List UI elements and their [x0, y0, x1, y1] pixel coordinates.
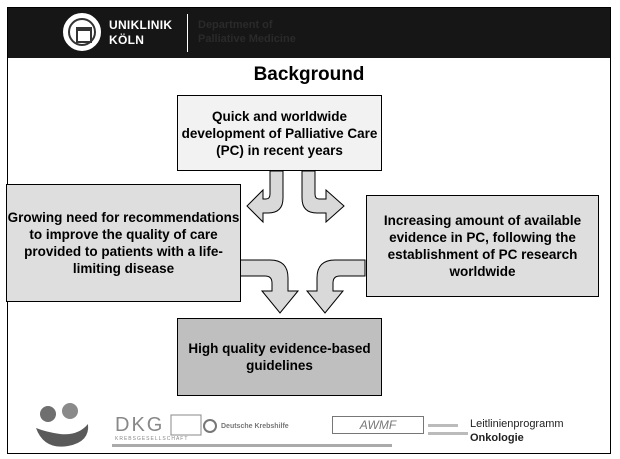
dkg-logo-text: DKG	[115, 414, 165, 436]
arrow-top-to-left	[246, 170, 284, 224]
program-line-2: Onkologie	[470, 432, 524, 444]
dkg-logo-subtext: KREBSGESELLSCHAFT	[115, 436, 189, 442]
university-line-1: UNIKLINIK	[109, 18, 173, 32]
header-divider	[187, 14, 188, 52]
footer-line-1	[112, 444, 392, 447]
university-name: UNIKLINIK KÖLN	[109, 18, 172, 48]
awmf-logo: AWMF	[332, 416, 424, 434]
university-line-2: KÖLN	[109, 33, 145, 47]
footer-graphics	[36, 403, 468, 447]
box-growing-need: Growing need for recommendations to impr…	[6, 184, 241, 302]
program-line-1: Leitlinienprogramm	[470, 418, 564, 430]
flow-arrows	[239, 170, 366, 314]
footer-line-3	[428, 432, 468, 435]
krebshilfe-logo-text: Deutsche Krebshilfe	[221, 423, 289, 430]
footer-line-2	[428, 424, 458, 427]
arrow-right-to-bottom	[305, 259, 366, 314]
box-evidence-based-guidelines: High quality evidence-based guidelines	[177, 318, 382, 396]
department-line-2: Palliative Medicine	[198, 33, 296, 45]
box-increasing-evidence: Increasing amount of available evidence …	[366, 195, 599, 297]
krebshilfe-icon	[203, 419, 217, 433]
arrow-top-to-right	[301, 170, 345, 224]
department-name: Department of Palliative Medicine	[198, 18, 296, 46]
slide-title: Background	[253, 64, 365, 85]
arrow-left-to-bottom	[239, 259, 300, 314]
slide-frame: UNIKLINIK KÖLN Department of Palliative …	[6, 7, 611, 454]
university-seal-icon	[63, 13, 101, 51]
dkg-grid-icon	[170, 414, 202, 436]
box-palliative-care-development: Quick and worldwide development of Palli…	[177, 95, 382, 171]
header-bar: UNIKLINIK KÖLN Department of Palliative …	[8, 8, 610, 58]
department-line-1: Department of	[198, 19, 273, 31]
program-logo-icon	[36, 403, 89, 447]
footer-logos: DKG KREBSGESELLSCHAFT Deutsche Krebshilf…	[8, 396, 610, 453]
